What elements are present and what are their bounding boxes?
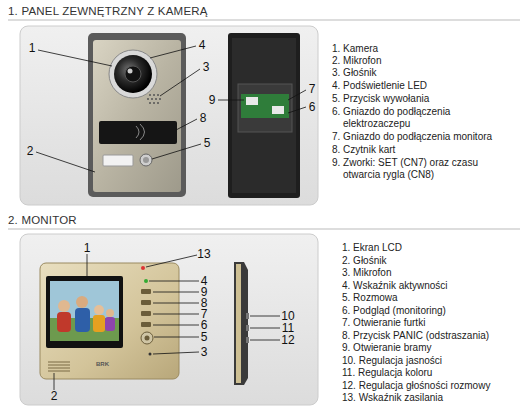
legend-item: 13. Wskaźnik zasilania — [342, 392, 526, 404]
callout-number: 1 — [84, 242, 91, 255]
legend-item: 2. Mikrofon — [332, 55, 513, 67]
section-heading: 1. PANEL ZEWNĘTRZNY Z KAMERĄ — [8, 5, 208, 17]
callout-number: 13 — [197, 248, 210, 261]
callout-number: 2 — [27, 145, 34, 158]
brand-logo: BRK — [96, 361, 109, 368]
legend-item: 9. Otwieranie bramy — [342, 342, 526, 354]
legend-item: 10. Regulacja jasności — [342, 355, 526, 367]
legend-item: 1. Ekran LCD — [342, 242, 526, 254]
callout-number: 2 — [51, 390, 58, 403]
callout-number: 8 — [200, 112, 207, 125]
section-heading: 2. MONITOR — [8, 214, 77, 226]
legend-item: 4. Wskaźnik aktywności — [342, 280, 526, 292]
legend-item: 3. Mikrofon — [342, 267, 526, 279]
callout-number: 3 — [203, 61, 210, 74]
legend-item: 9. Zworki: SET (CN7) oraz czasu otwarcia… — [332, 157, 481, 181]
legend-item: 12. Regulacja głośności rozmowy — [342, 380, 526, 392]
legend-item: 7. Otwieranie furtki — [342, 317, 526, 329]
callout-number: 6 — [309, 101, 316, 114]
callout-number: 12 — [281, 334, 294, 347]
callout-number: 5 — [201, 331, 208, 344]
callout-number: 7 — [309, 83, 316, 96]
callout-number: 5 — [204, 137, 211, 150]
legend-item: 11. Regulacja koloru — [342, 367, 526, 379]
callout-number: 3 — [201, 346, 208, 359]
legend-item: 3. Głośnik — [332, 67, 513, 79]
legend-item: 6. Podgląd (monitoring) — [342, 305, 526, 317]
legend-item: 4. Podświetlenie LED — [332, 80, 513, 92]
legend-item: 5. Przycisk wywołania — [332, 93, 513, 105]
callout-number: 1 — [29, 42, 36, 55]
legend-item: 5. Rozmowa — [342, 292, 526, 304]
legend-item: 1. Kamera — [332, 43, 513, 55]
callout-number: 4 — [199, 39, 206, 52]
legend-item: 7. Gniazdo do podłączenia monitora — [332, 131, 526, 143]
callout-number: 9 — [209, 94, 216, 107]
legend-item: 8. Czytnik kart — [332, 144, 513, 156]
legend-item: 2. Głośnik — [342, 255, 526, 267]
legend-item: 6. Gniazdo do podłączenia elektrozaczepu — [332, 106, 478, 130]
legend-item: 8. Przycisk PANIC (odstraszania) — [342, 330, 526, 342]
